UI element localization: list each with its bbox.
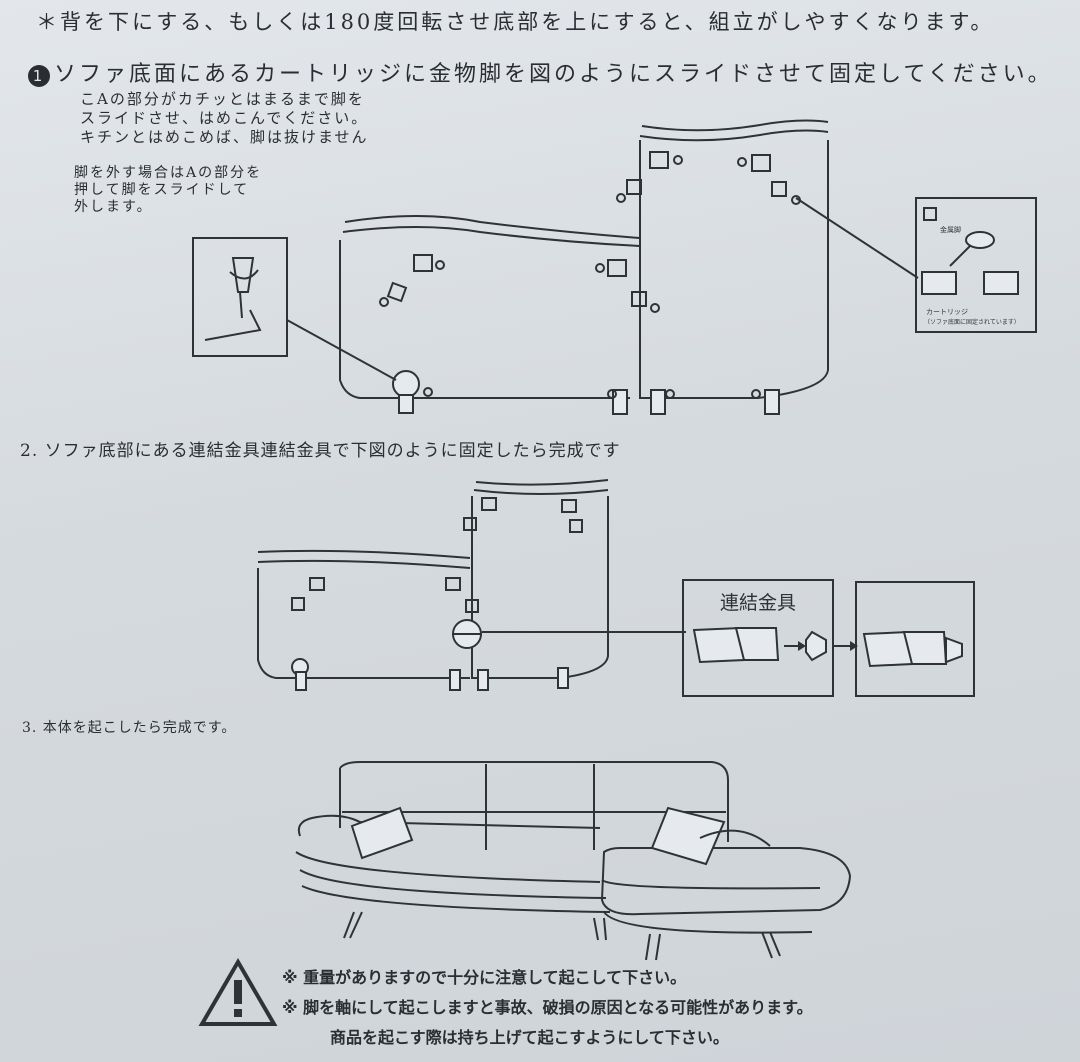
svg-text:カートリッジ: カートリッジ: [926, 308, 968, 316]
warning-icon: [198, 958, 278, 1026]
warning-line-2: ※ 脚を軸にして起こしますと事故、破損の原因となる可能性があります。: [282, 998, 813, 1017]
connector-box: [682, 579, 834, 697]
connector-result-box: [855, 581, 975, 697]
warning-line-1: ※ 重量がありますので十分に注意して起こして下さい。: [282, 968, 687, 987]
leg-insert-note: こAの部分がカチッとはまるまで脚を スライドさせ、はめこんでください。 キチンと…: [80, 90, 369, 146]
step2-text: 2. ソファ底部にある連結金具連結金具で下図のように固定したら完成です: [20, 441, 621, 461]
leg-insert-inset-box: [192, 237, 288, 357]
cushion-icon: [350, 806, 414, 860]
step1-number-badge: 1: [28, 65, 50, 87]
svg-text:金属脚: 金属脚: [940, 225, 961, 234]
warning-line-3: 商品を起こす際は持ち上げて起こすようにして下さい。: [330, 1028, 729, 1047]
step3-assembled-sofa-illustration: [295, 761, 852, 961]
step1-text: ソファ底面にあるカートリッジに金物脚を図のようにスライドさせて固定してください。: [54, 62, 1053, 87]
step1-sofa-bottom-diagram: 金属脚 カートリッジ （ソファ底面に固定されています）: [192, 119, 1037, 415]
step2-connection-diagram: 連結金具: [257, 479, 975, 697]
leg-icon: [392, 370, 780, 415]
connector-box-label: 連結金具: [720, 592, 796, 614]
intro-text: ＊背を下にする、もしくは180度回転させ底部を上にすると、組立がしやすくなります…: [36, 10, 995, 34]
cartridge-detail-box: [915, 197, 1037, 333]
step3-text: 3. 本体を起こしたら完成です。: [22, 720, 237, 736]
leg-remove-note: 脚を外す場合はAの部分を 押して脚をスライドして 外します。: [74, 165, 263, 215]
svg-text:（ソファ底面に固定されています）: （ソファ底面に固定されています）: [924, 318, 1020, 326]
cushion-icon: [650, 806, 726, 866]
